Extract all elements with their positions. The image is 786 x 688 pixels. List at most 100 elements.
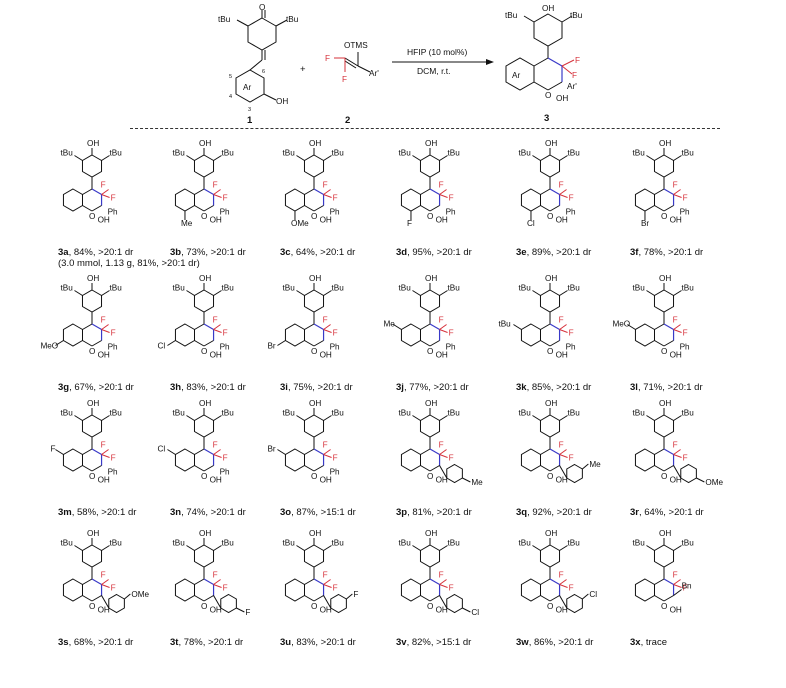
c3-c4-bond [203,578,214,586]
product-3-f1: F [575,56,580,65]
c3-c4-bond [549,188,560,196]
c3-c4-bond [91,448,102,456]
phenol-ring [653,544,675,568]
benzo-ring [174,188,195,212]
f-bond-1 [559,579,567,585]
f-bond-1 [213,324,221,330]
tbu-right: tBu [448,409,461,418]
c4a-c4-bond [654,188,665,195]
c2-o-bond [313,205,324,212]
o-c8a-bond [304,340,315,347]
f-bond-2 [323,329,332,333]
tbu-bond-right [439,415,448,421]
tbu-bond-left [412,545,421,551]
compound-id: 3n [170,507,181,518]
f-bond-2 [673,194,682,198]
f-bond-2 [213,329,222,333]
tbu-left: tBu [632,409,645,418]
c2-o-bond [429,595,440,602]
compound-id: 3x [630,637,641,648]
ring-oxygen: O [311,347,317,356]
tbu-bond-left [296,155,305,161]
compound-caption: 3f, 78%, >20:1 dr [630,247,703,258]
fluorine-2: F [333,454,338,463]
fluorine-1: F [323,571,328,580]
benzo-ring [634,323,655,347]
tbu-bond-right [439,290,448,296]
product-3-oh-top: OH [542,4,554,13]
phenol-ring [653,154,675,178]
compound-id: 3h [170,382,181,393]
c2-oh: OH [98,606,110,615]
fluorine-1: F [673,181,678,190]
fluorine-1: F [213,181,218,190]
compound-id: 3q [516,507,527,518]
compound-result: , 84%, >20:1 dr [69,247,134,258]
ring-oxygen: O [661,602,667,611]
compound-result: , 75%, >20:1 dr [288,382,353,393]
c3-c4-bond [313,578,324,586]
ring-oxygen: O [427,347,433,356]
ring-oxygen: O [89,472,95,481]
tbu-right: tBu [110,409,123,418]
ring-oxygen: O [89,212,95,221]
compound-id: 3f [630,247,639,258]
benzo-ring [634,578,655,602]
c2-oh: OH [670,351,682,360]
c2-oh: OH [320,216,332,225]
fluorine-2: F [449,194,454,203]
o-c8a-bond [82,205,93,212]
tbu-right: tBu [448,539,461,548]
c4a-c4-bond [194,188,205,195]
compound-caption: 3b, 73%, >20:1 dr [170,247,246,258]
c3-c4-bond [429,323,440,331]
c2-oh: OH [98,351,110,360]
compound-id: 3w [516,637,529,648]
product-3-ar: Ar' [567,82,577,91]
ring-substituent: MeO [40,342,58,351]
c3-c4-bond [203,188,214,196]
benzo-ring [400,323,421,347]
substituent-bond [55,340,64,346]
f-bond-1 [673,189,681,195]
phenol-oh: OH [309,529,321,538]
tbu-left: tBu [518,149,531,158]
phenol-ring [539,414,561,438]
compound-scale-up-note: (3.0 mmol, 1.13 g, 81%, >20:1 dr) [58,258,200,269]
phenol-ring [419,414,441,438]
fluorine-2: F [111,454,116,463]
f-bond-2 [439,584,448,588]
phenol-oh: OH [425,139,437,148]
benzo-ring [62,448,83,472]
f-bond-1 [439,189,447,195]
phenol-oh: OH [545,529,557,538]
phenol-ring [81,414,103,438]
phenol-oh: OH [425,274,437,283]
c4a-c4-bond [654,578,665,585]
f-bond-1 [323,189,331,195]
f-bond-1 [439,324,447,330]
tbu-right: tBu [222,284,235,293]
c2-phenyl: Ph [220,343,230,352]
compound-id: 3d [396,247,407,258]
tbu-right: tBu [568,539,581,548]
tbu-right: tBu [110,284,123,293]
c4a-c4-bond [194,578,205,585]
phenol-ring [193,154,215,178]
compound-id: 3v [396,637,407,648]
phenol-ring [81,154,103,178]
f-bond-1 [323,449,331,455]
f-bond-2 [559,329,568,333]
benzo-ring [284,188,305,212]
compound-caption: 3w, 86%, >20:1 dr [516,637,593,648]
tbu-bond-right [213,155,222,161]
c3-c4-bond [663,448,674,456]
compound-id: 3o [280,507,291,518]
substituent-bond [277,449,286,455]
c2-o-bond [663,465,674,472]
c2-o-bond [203,205,214,212]
benzo-ring [62,188,83,212]
